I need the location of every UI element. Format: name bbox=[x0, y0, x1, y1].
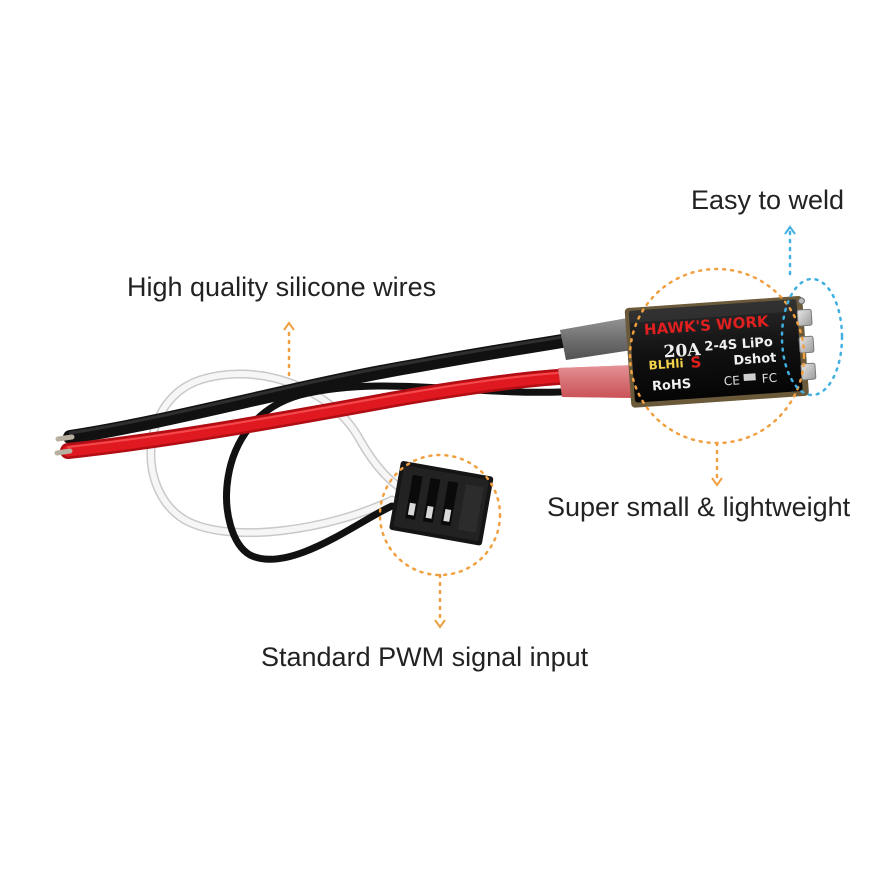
arrow-easy-weld bbox=[784, 225, 796, 235]
solder-pad-1 bbox=[796, 308, 813, 327]
callout-pwm-input: Standard PWM signal input bbox=[261, 642, 589, 672]
arrow-silicone bbox=[283, 321, 295, 331]
esc-firmware-suffix: S bbox=[690, 353, 702, 372]
esc-fc-mark: FC bbox=[761, 371, 777, 386]
mount-hole bbox=[797, 297, 805, 305]
pwm-connector bbox=[389, 461, 494, 546]
callout-silicone-wires: High quality silicone wires bbox=[127, 272, 437, 302]
esc-component bbox=[743, 373, 756, 382]
wire-tip-black bbox=[55, 434, 75, 442]
callout-small-lightweight: Super small & lightweight bbox=[547, 492, 851, 522]
callout-circle-pads bbox=[780, 277, 844, 397]
esc-battery-text: 2-4S LiPo bbox=[704, 335, 774, 355]
power-wire-black bbox=[63, 331, 587, 444]
esc-protocol-text: Dshot bbox=[733, 351, 777, 369]
esc-current-text: 20A bbox=[663, 340, 702, 363]
callout-easy-to-weld: Easy to weld bbox=[691, 185, 845, 215]
callout-circle-connector bbox=[378, 453, 502, 577]
arrow-small bbox=[711, 477, 723, 487]
esc-firmware-prefix: BLHli bbox=[648, 356, 684, 372]
esc-rohs-text: RoHS bbox=[652, 377, 692, 395]
arrow-pwm bbox=[434, 619, 446, 629]
esc-board: HAWK'S WORK 20A 2-4S LiPo BLHli S Dshot … bbox=[624, 296, 817, 408]
esc-ce-mark: CE bbox=[723, 373, 740, 388]
wire-tip-red bbox=[54, 448, 73, 456]
